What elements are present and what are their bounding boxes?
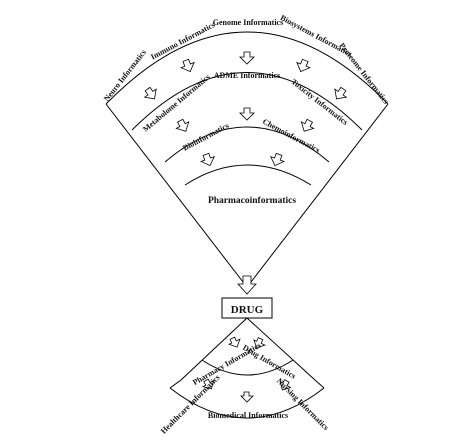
lower-fan — [169, 317, 325, 419]
upper-fan-core-arc — [184, 164, 312, 186]
lower-outer-labels: Healthcare Informatics Biomedical Inform… — [159, 373, 331, 436]
down-arrow-icon — [240, 391, 254, 403]
upper-fan-left-edge — [105, 103, 244, 283]
middle-to-inner-arrows — [175, 107, 315, 132]
down-arrow-icon — [200, 152, 216, 167]
lower-fan-inner-arc — [201, 359, 294, 376]
label-pharmacoinformatics: Pharmacoinformatics — [208, 196, 296, 206]
down-arrow-icon — [202, 378, 215, 390]
down-arrow-icon — [334, 86, 348, 100]
lower-top-arrows — [228, 336, 266, 349]
upper-fan-right-edge — [250, 103, 389, 283]
label-proteome-informatics: Proteome Informatics — [337, 41, 390, 105]
label-immuno-informatics: Immuno Informatics — [149, 20, 216, 61]
inner-to-core-arrows — [200, 152, 285, 167]
lower-fan-left-edge — [180, 317, 248, 381]
down-arrow-icon — [296, 58, 311, 73]
outer-to-middle-arrows — [143, 51, 348, 100]
down-arrow-icon — [239, 51, 255, 65]
upper-fan-outer-arc — [105, 31, 389, 105]
lower-bottom-arrows — [202, 378, 292, 403]
down-arrow-icon — [269, 152, 285, 167]
down-arrow-icon — [228, 336, 241, 348]
lower-fan-right-edge — [246, 317, 316, 381]
down-arrow-icon — [180, 58, 195, 73]
middle-ring-labels: Metabolome Informatics ADME Informatics … — [141, 71, 350, 134]
lower-fan-outer-arc — [169, 387, 325, 419]
label-healthcare-informatics: Healthcare Informatics — [159, 373, 222, 436]
label-adme-informatics: ADME Informatics — [214, 71, 280, 80]
label-nursing-informatics: Nursing Informatics — [275, 376, 331, 432]
label-drug: DRUG — [231, 304, 264, 316]
upper-fan — [105, 31, 389, 283]
label-metabolome-informatics: Metabolome Informatics — [141, 72, 212, 133]
down-arrow-icon — [239, 107, 255, 121]
down-arrow-icon — [279, 379, 292, 391]
label-biomedical-informatics: Biomedical Informatics — [208, 411, 288, 420]
down-arrow-icon — [300, 118, 315, 132]
label-genome-informatics: Genome Informatics — [213, 18, 283, 27]
down-arrow-icon — [143, 86, 157, 100]
label-neuro-informatics: Neuro Informatics — [102, 48, 148, 103]
label-toxicity-informatics: Toxicity Informatics — [289, 77, 349, 127]
down-arrow-icon — [175, 118, 190, 132]
down-arrow-icon — [253, 337, 266, 349]
upper-fan-ring-2 — [131, 72, 363, 131]
upper-fan-ring-3 — [164, 126, 330, 163]
down-arrow-icon — [237, 275, 257, 295]
lower-fan-outer-right — [314, 379, 325, 389]
inner-ring-labels: Bioinformatics Chemoinformatics — [181, 117, 321, 155]
label-bioinformatics: Bioinformatics — [181, 121, 230, 153]
lower-fan-outer-left — [169, 379, 182, 389]
drug-box: DRUG — [221, 297, 273, 319]
